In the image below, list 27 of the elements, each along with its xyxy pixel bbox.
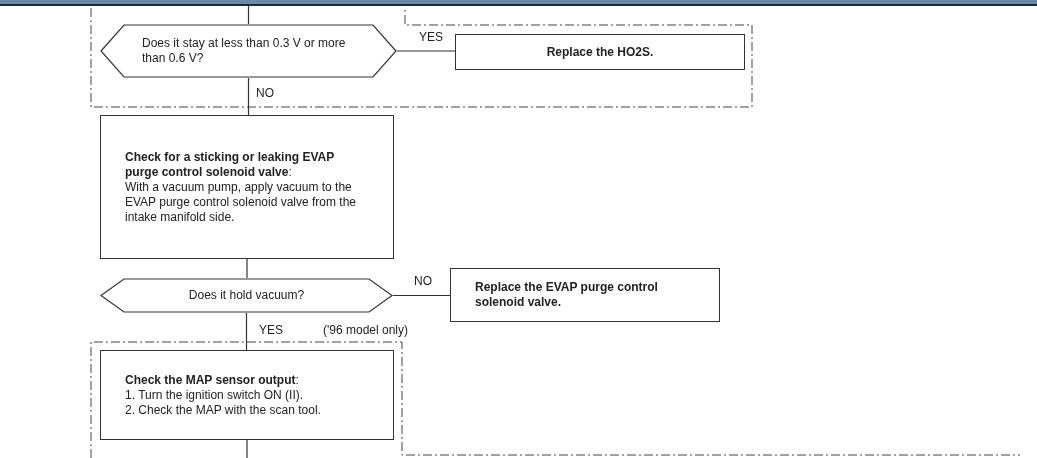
- edge-label: YES: [258, 324, 284, 336]
- process-box: [100, 115, 394, 259]
- connector-line: [246, 439, 248, 458]
- process-box: [100, 350, 394, 440]
- node-text: Replace the HO2S.: [545, 44, 655, 60]
- connector-line: [245, 312, 248, 351]
- node-text: Check the MAP sensor output:: [124, 372, 300, 388]
- action-box: [450, 268, 720, 322]
- connector-line: [392, 294, 451, 297]
- node-text: Does it hold vacuum?: [187, 288, 306, 303]
- node-text: With a vacuum pump, apply vacuum to the EVAP purge control solenoid valve from the intake manifold side.: [124, 179, 358, 225]
- action-box: [455, 34, 745, 70]
- node-text: Replace the EVAP purge control solenoid valve.: [474, 280, 659, 310]
- connector-line: [246, 258, 248, 279]
- decision-hexagon: [100, 24, 397, 78]
- node-text: Check for a sticking or leaking EVAP purge control solenoid valve:: [124, 149, 335, 180]
- node-text: Does it stay at less than 0.3 V or more than 0.6 V?: [141, 36, 347, 66]
- connector-line: [247, 4, 250, 25]
- edge-label: YES: [418, 31, 444, 43]
- edge-label: NO: [255, 87, 275, 99]
- note-text: ('96 model only): [323, 324, 408, 336]
- connector-line: [247, 77, 250, 116]
- edge-label: NO: [413, 275, 433, 287]
- decision-hexagon: [100, 278, 393, 313]
- node-text: 1. Turn the ignition switch ON (II).: [124, 387, 305, 403]
- node-text: 2. Check the MAP with the scan tool.: [124, 402, 322, 418]
- connector-line: [396, 50, 456, 52]
